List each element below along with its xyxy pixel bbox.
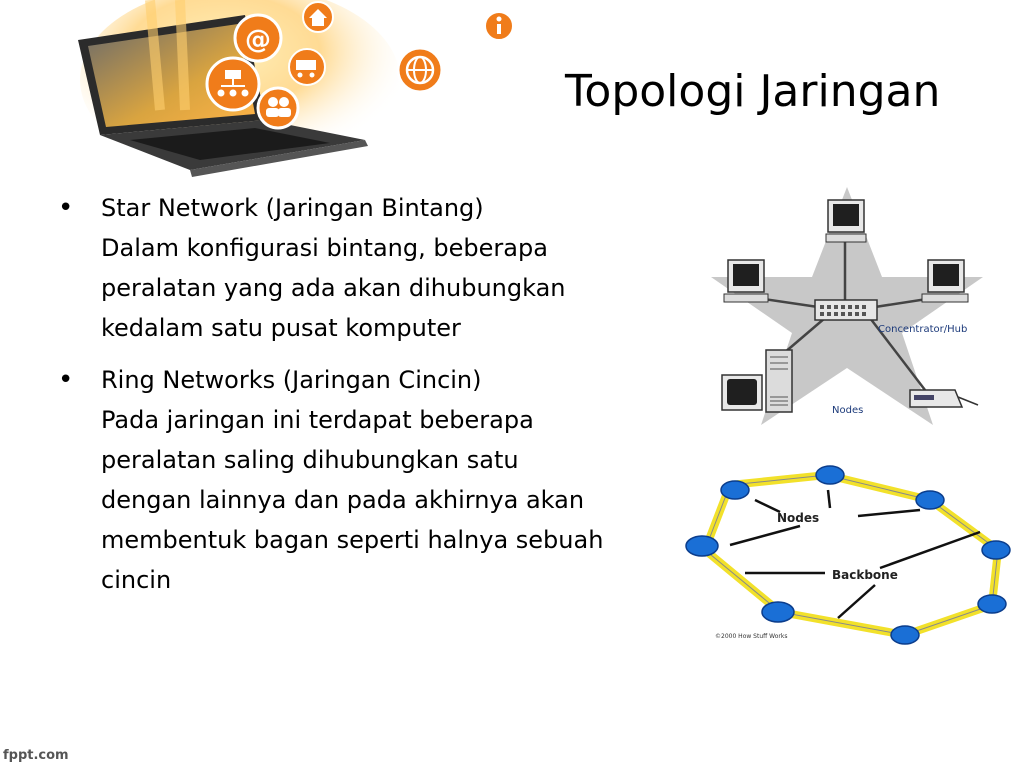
info-icon <box>484 11 514 41</box>
bullet-text-line: dengan lainnya dan pada akhirnya akan <box>101 486 585 514</box>
users-icon <box>256 86 300 130</box>
bullet-text-line: Dalam konfigurasi bintang, beberapa <box>101 234 548 262</box>
ring-node <box>981 540 1011 560</box>
email-at-icon: @ <box>233 13 283 63</box>
ring-pointer-lines <box>729 489 981 619</box>
ring-backbone-label: Backbone <box>832 568 898 582</box>
monitor-top-icon <box>825 199 867 243</box>
bullet-text-line: peralatan saling dihubungkan satu <box>101 446 519 474</box>
bullet-text-line: Pada jaringan ini terdapat beberapa <box>101 406 534 434</box>
bullet-list: • Star Network (Jaringan Bintang) Dalam … <box>58 188 678 600</box>
bullet-text-line: kedalam satu pusat komputer <box>101 314 461 342</box>
star-topology-diagram: Concentrator/Hub Nodes <box>711 187 983 425</box>
bullet-text-line: membentuk bagan seperti halnya sebuah <box>101 526 604 554</box>
hub-label: Concentrator/Hub <box>878 324 967 335</box>
shopping-cart-icon <box>288 48 326 86</box>
ring-backbone <box>701 471 1002 639</box>
printer-icon <box>909 389 979 408</box>
ring-nodes <box>685 465 1011 645</box>
monitor-right-icon <box>921 259 969 303</box>
hero-icons-layer: @ <box>205 1 514 130</box>
network-chart-icon <box>205 56 261 112</box>
ring-nodes-label: Nodes <box>777 511 819 525</box>
ring-node <box>685 535 719 557</box>
bullet-ring-network: • Ring Networks (Jaringan Cincin) Pada j… <box>58 360 678 600</box>
ring-node <box>761 601 795 623</box>
ring-topology-diagram: Nodes Backbone ©2000 How Stuff Works <box>685 465 1011 645</box>
svg-text:@: @ <box>245 25 271 55</box>
ring-node <box>720 480 750 500</box>
monitor-left-icon <box>723 259 769 303</box>
slide-title: Topologi Jaringan <box>565 66 941 117</box>
ring-copyright: ©2000 How Stuff Works <box>715 633 788 640</box>
hub-device <box>814 299 878 321</box>
ring-node <box>977 594 1007 614</box>
watermark: fppt.com <box>3 748 69 763</box>
slide-body: • Star Network (Jaringan Bintang) Dalam … <box>58 188 678 612</box>
ring-node <box>915 490 945 510</box>
home-icon <box>302 1 334 33</box>
ring-node <box>815 465 845 485</box>
globe-icon <box>396 46 444 94</box>
workstation-tower-icon <box>721 349 793 413</box>
ring-node <box>890 625 920 645</box>
bullet-heading: Star Network (Jaringan Bintang) <box>101 194 484 222</box>
bullet-star-network: • Star Network (Jaringan Bintang) Dalam … <box>58 188 678 348</box>
bullet-text-line: peralatan yang ada akan dihubungkan <box>101 274 566 302</box>
bullet-heading: Ring Networks (Jaringan Cincin) <box>101 366 482 394</box>
bullet-text-line: cincin <box>101 566 172 594</box>
bullet-dot: • <box>58 365 74 395</box>
bullet-dot: • <box>58 193 74 223</box>
nodes-label: Nodes <box>832 405 863 416</box>
